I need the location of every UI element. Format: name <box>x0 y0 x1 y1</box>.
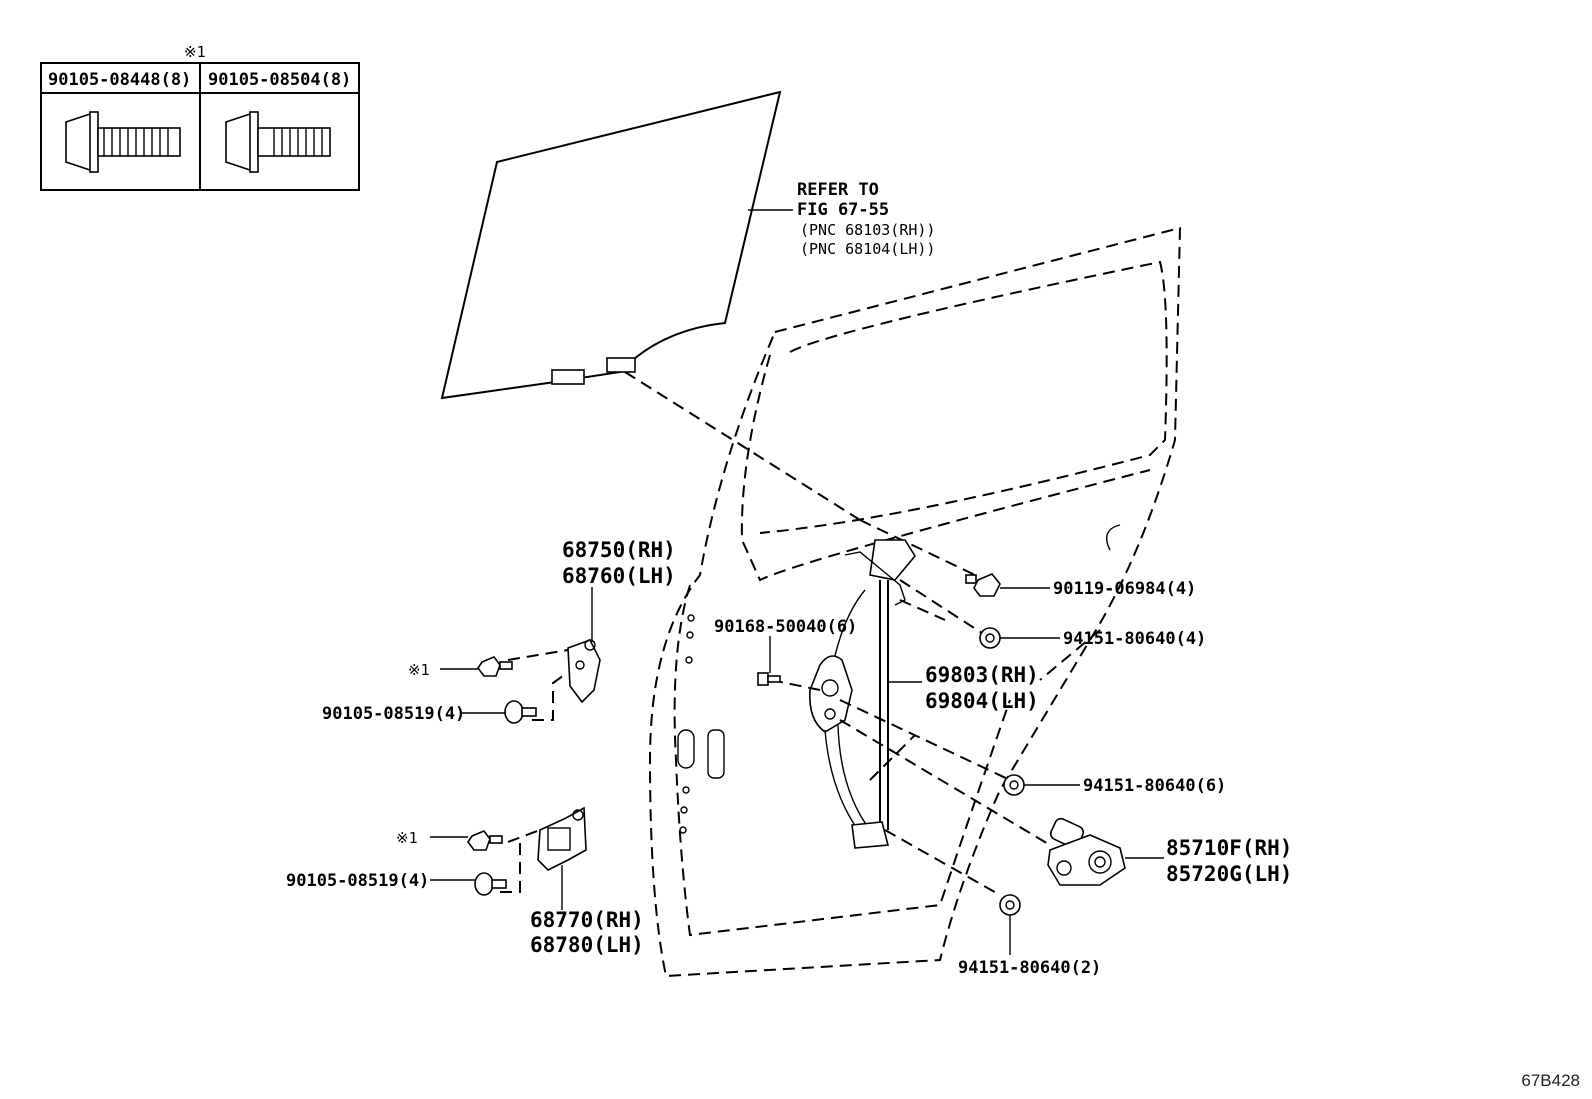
bolt-upper-mark <box>477 656 513 677</box>
label-mark-lower: ※1 <box>396 829 418 847</box>
nut-94151-top <box>979 627 1001 649</box>
bolt-lower-90105 <box>474 872 507 896</box>
label-68770: 68770(RH) <box>530 908 644 932</box>
label-94151-2: 94151-80640(2) <box>958 958 1101 978</box>
refer-note: REFER TO FIG 67-55 (PNC 68103(RH)) (PNC … <box>748 180 935 258</box>
figure-id: 67B428 <box>1521 1071 1580 1090</box>
refer-line-1: REFER TO <box>797 180 879 200</box>
glass-clip <box>551 369 585 385</box>
label-68750: 68750(RH) <box>562 538 676 562</box>
label-69804: 69804(LH) <box>925 689 1039 713</box>
label-94151-6: 94151-80640(6) <box>1083 776 1226 796</box>
window-regulator <box>808 539 916 849</box>
label-85720g: 85720G(LH) <box>1166 862 1292 886</box>
window-motor <box>1047 817 1126 886</box>
bolt-90119 <box>965 573 1001 597</box>
lower-hinge <box>537 806 587 871</box>
label-90119: 90119-06984(4) <box>1053 579 1196 599</box>
label-mark-upper: ※1 <box>408 661 430 679</box>
label-85710f: 85710F(RH) <box>1166 836 1292 860</box>
label-bolt-upper: 90105-08519(4) <box>322 704 465 724</box>
nut-94151-low <box>999 894 1021 916</box>
label-90168: 90168-50040(6) <box>714 617 857 637</box>
legend-part-90105-08448: 90105-08448(8) <box>48 70 191 90</box>
bolt-90168 <box>757 672 781 686</box>
fastener-legend-table: ※1 90105-08448(8) 90105-08504(8) <box>40 43 360 191</box>
refer-line-3: (PNC 68103(RH)) <box>800 221 935 239</box>
bolt-upper-90105 <box>504 700 537 724</box>
rear-door-panel <box>648 226 1182 978</box>
refer-line-4: (PNC 68104(LH)) <box>800 240 935 258</box>
label-68760: 68760(LH) <box>562 564 676 588</box>
label-bolt-lower: 90105-08519(4) <box>286 871 429 891</box>
legend-mark: ※1 <box>184 43 206 61</box>
nut-94151-mid <box>1003 774 1025 796</box>
upper-hinge <box>567 639 601 704</box>
refer-line-2: FIG 67-55 <box>797 200 889 220</box>
door-glass <box>440 90 782 400</box>
label-69803: 69803(RH) <box>925 663 1039 687</box>
glass-clip <box>606 357 636 373</box>
flange-bolt-icon <box>65 111 181 173</box>
bolt-lower-mark <box>467 830 503 851</box>
flange-bolt-icon <box>225 111 331 173</box>
label-94151-4: 94151-80640(4) <box>1063 629 1206 649</box>
label-68780: 68780(LH) <box>530 933 644 957</box>
legend-part-90105-08504: 90105-08504(8) <box>208 70 351 90</box>
